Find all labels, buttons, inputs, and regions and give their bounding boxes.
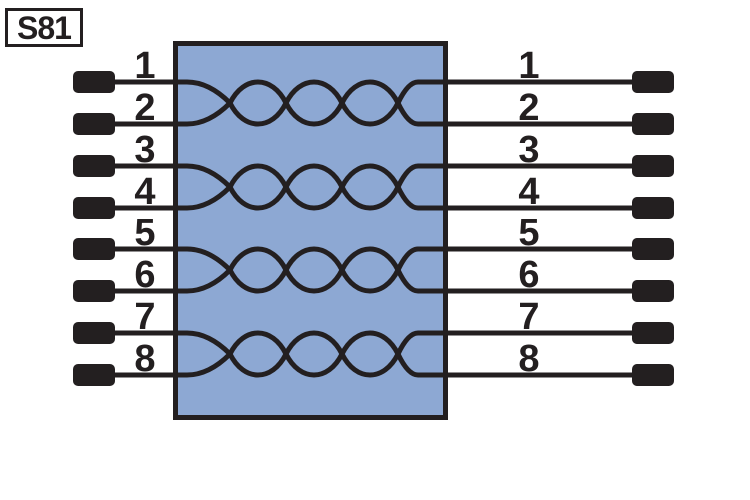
pin-number-left-1: 1: [134, 45, 155, 87]
left-pin-5: [73, 238, 115, 260]
connector-box: [173, 41, 448, 420]
pin-number-left-3: 3: [134, 129, 155, 171]
left-pin-4: [73, 197, 115, 219]
pin-number-left-7: 7: [134, 296, 155, 338]
right-pin-5: [632, 238, 674, 260]
twisted-pair-3-4-wire-b: [176, 163, 445, 211]
left-pin-2: [73, 113, 115, 135]
pin-number-left-4: 4: [134, 171, 155, 213]
pin-number-left-5: 5: [134, 212, 155, 254]
pin-number-right-1: 1: [518, 45, 539, 87]
left-pin-7: [73, 322, 115, 344]
left-pin-1: [73, 71, 115, 93]
pin-number-left-8: 8: [134, 338, 155, 380]
pin-number-right-7: 7: [518, 296, 539, 338]
pin-number-left-2: 2: [134, 87, 155, 129]
twisted-pair-5-6-wire-b: [176, 246, 445, 294]
right-pin-4: [632, 197, 674, 219]
pin-number-right-5: 5: [518, 212, 539, 254]
pin-number-right-2: 2: [518, 87, 539, 129]
pin-number-right-8: 8: [518, 338, 539, 380]
diagram-label: S81: [17, 9, 72, 46]
left-pin-6: [73, 280, 115, 302]
left-pin-3: [73, 155, 115, 177]
pin-number-right-6: 6: [518, 254, 539, 296]
right-pin-3: [632, 155, 674, 177]
right-pin-2: [632, 113, 674, 135]
twisted-pair-7-8-wire-b: [176, 330, 445, 378]
right-pin-6: [632, 280, 674, 302]
right-pin-1: [632, 71, 674, 93]
pin-number-right-3: 3: [518, 129, 539, 171]
diagram-label-box: S81: [5, 8, 83, 47]
left-pin-8: [73, 364, 115, 386]
pin-number-right-4: 4: [518, 171, 539, 213]
pin-number-left-6: 6: [134, 254, 155, 296]
right-pin-7: [632, 322, 674, 344]
twisted-pair-1-2-wire-b: [176, 79, 445, 127]
right-pin-8: [632, 364, 674, 386]
